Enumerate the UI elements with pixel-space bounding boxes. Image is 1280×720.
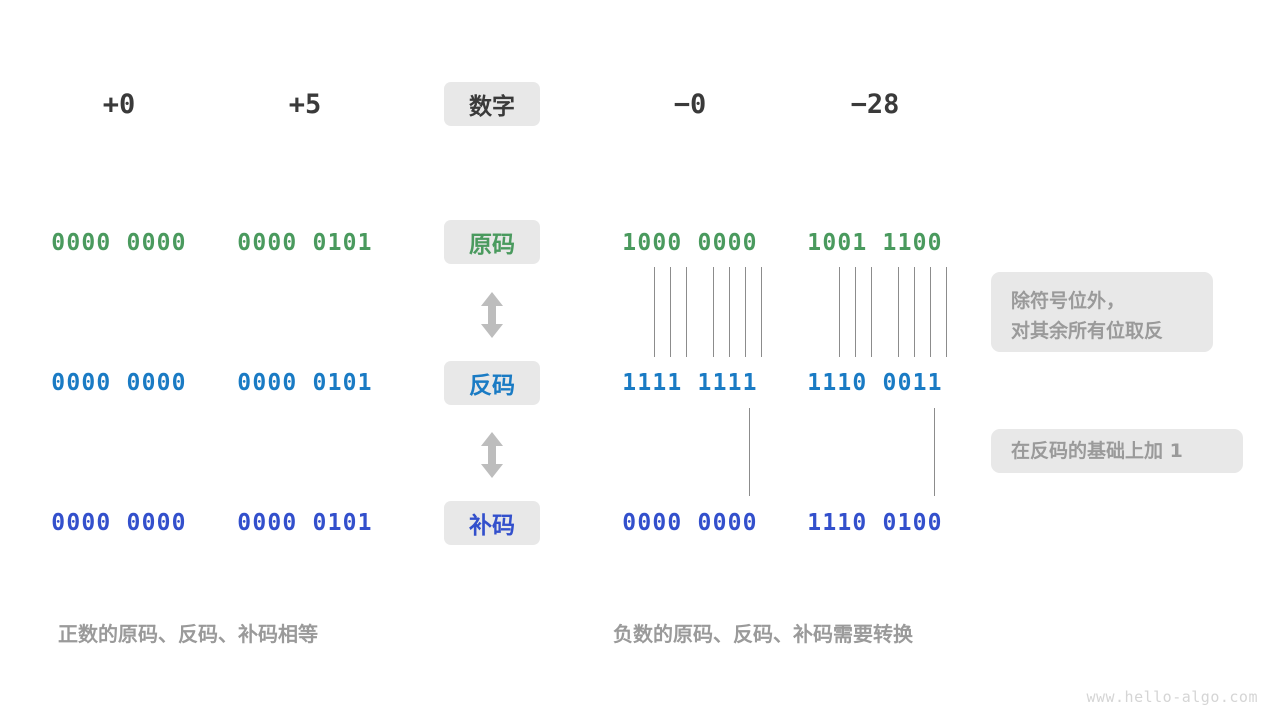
note-add-one: 在反码的基础上加 1 <box>991 429 1243 473</box>
sign-magnitude-pos-five: 0000 0101 <box>237 230 373 256</box>
caption-positive: 正数的原码、反码、补码相等 <box>58 622 318 646</box>
bit-connector-line <box>871 267 873 357</box>
twos-complement-pos-five: 0000 0101 <box>237 510 373 536</box>
twos-complement-neg-twentyeight: 1110 0100 <box>807 510 943 536</box>
header-value-pos-five: +5 <box>288 88 322 120</box>
carry-connector-line <box>934 408 936 496</box>
bit-connector-line <box>946 267 948 357</box>
row-label-twos-complement: 补码 <box>444 501 540 545</box>
up-down-arrow-icon <box>476 430 508 480</box>
bit-connector-line <box>654 267 656 357</box>
twos-complement-pos-zero: 0000 0000 <box>51 510 187 536</box>
bit-connector-line <box>761 267 763 357</box>
caption-negative: 负数的原码、反码、补码需要转换 <box>613 622 913 646</box>
bit-connector-line <box>713 267 715 357</box>
carry-connector-line <box>749 408 751 496</box>
ones-complement-neg-zero: 1111 1111 <box>622 370 758 396</box>
ones-complement-neg-twentyeight: 1110 0011 <box>807 370 943 396</box>
header-value-neg-zero: −0 <box>673 88 707 120</box>
bit-connector-line <box>670 267 672 357</box>
bit-connector-line <box>745 267 747 357</box>
bit-connector-line <box>729 267 731 357</box>
bit-connector-line <box>914 267 916 357</box>
bit-connector-line <box>686 267 688 357</box>
ones-complement-pos-zero: 0000 0000 <box>51 370 187 396</box>
bit-connector-line <box>898 267 900 357</box>
row-label-number: 数字 <box>444 82 540 126</box>
sign-magnitude-neg-zero: 1000 0000 <box>622 230 758 256</box>
header-value-pos-zero: +0 <box>102 88 136 120</box>
bit-connector-line <box>930 267 932 357</box>
bit-connector-line <box>855 267 857 357</box>
watermark: www.hello-algo.com <box>1086 688 1258 706</box>
note-invert-bits: 除符号位外， 对其余所有位取反 <box>991 272 1213 352</box>
twos-complement-neg-zero: 0000 0000 <box>622 510 758 536</box>
sign-magnitude-neg-twentyeight: 1001 1100 <box>807 230 943 256</box>
row-label-ones-complement: 反码 <box>444 361 540 405</box>
sign-magnitude-pos-zero: 0000 0000 <box>51 230 187 256</box>
ones-complement-pos-five: 0000 0101 <box>237 370 373 396</box>
header-value-neg-twentyeight: −28 <box>850 88 900 120</box>
bit-connector-line <box>839 267 841 357</box>
up-down-arrow-icon <box>476 290 508 340</box>
row-label-sign-magnitude: 原码 <box>444 220 540 264</box>
